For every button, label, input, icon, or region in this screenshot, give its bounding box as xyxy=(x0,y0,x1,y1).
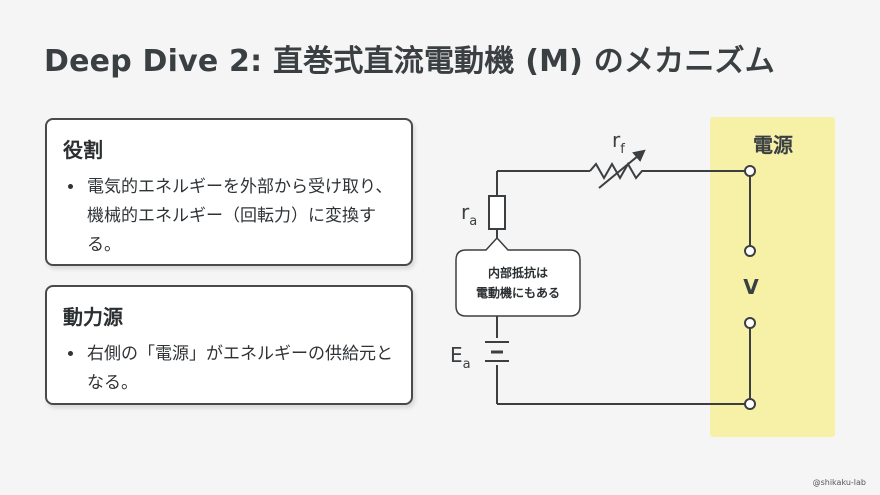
callout-line1: 内部抵抗は xyxy=(488,265,548,280)
role-card-bullet: 電気的エネルギーを外部から受け取り、機械的エネルギー（回転力）に変換する。 xyxy=(85,173,395,260)
rf-label: rf xyxy=(612,128,625,157)
role-card-list: 電気的エネルギーを外部から受け取り、機械的エネルギー（回転力）に変換する。 xyxy=(63,173,395,260)
ra-label: ra xyxy=(461,200,477,229)
field-resistor-rf xyxy=(589,149,646,189)
terminal-upper-mid xyxy=(744,245,756,257)
power-source-label: 電源 xyxy=(753,133,793,157)
terminal-bottom xyxy=(744,398,756,410)
terminal-lower-mid xyxy=(744,317,756,329)
power-source-highlight xyxy=(710,117,835,437)
ea-label: Ea xyxy=(450,343,471,372)
role-card: 役割 電気的エネルギーを外部から受け取り、機械的エネルギー（回転力）に変換する。 xyxy=(45,118,413,266)
power-source-card: 動力源 右側の「電源」がエネルギーの供給元となる。 xyxy=(45,285,413,405)
page-title: Deep Dive 2: 直巻式直流電動機 (M) のメカニズム xyxy=(44,44,775,79)
back-emf-source-ea xyxy=(485,341,509,362)
terminal-top xyxy=(744,165,756,177)
voltage-label: V xyxy=(743,275,759,299)
power-source-card-bullet: 右側の「電源」がエネルギーの供給元となる。 xyxy=(85,340,395,398)
armature-resistor-ra xyxy=(488,195,506,230)
power-source-card-list: 右側の「電源」がエネルギーの供給元となる。 xyxy=(63,340,395,398)
callout-line2: 電動機にもある xyxy=(476,285,560,300)
power-terminals xyxy=(744,165,756,410)
power-source-card-heading: 動力源 xyxy=(63,305,123,329)
internal-resistance-callout: 内部抵抗は 電動機にもある xyxy=(455,236,581,317)
credit-text: @shikaku-lab xyxy=(812,478,866,487)
role-card-heading: 役割 xyxy=(63,138,103,162)
